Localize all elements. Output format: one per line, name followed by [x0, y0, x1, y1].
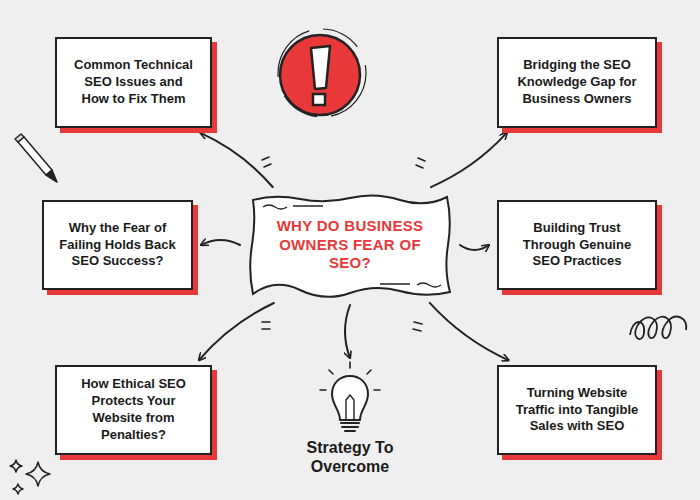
exclamation-badge	[278, 29, 366, 117]
lightbulb-icon	[320, 362, 380, 431]
node-text: Why the Fear of Failing Holds Back SEO S…	[56, 220, 179, 271]
node-text: Bridging the SEO Knowledge Gap for Busin…	[511, 57, 643, 108]
topic-box: Why the Fear of Failing Holds Back SEO S…	[42, 200, 193, 290]
node-text: Building Trust Through Genuine SEO Pract…	[511, 220, 643, 271]
topic-box: Building Trust Through Genuine SEO Pract…	[497, 200, 657, 290]
topic-box: Bridging the SEO Knowledge Gap for Busin…	[497, 37, 657, 128]
topic-box: Common Technical SEO Issues and How to F…	[55, 37, 212, 128]
arrow-connector	[345, 305, 350, 358]
node-text: How Ethical SEO Protects Your Website fr…	[69, 376, 198, 444]
node-text: Common Technical SEO Issues and How to F…	[69, 57, 198, 108]
node-text: WHY DO BUSINESS OWNERS FEAR OF SEO?	[271, 217, 429, 273]
topic-box: How Ethical SEO Protects Your Website fr…	[55, 365, 212, 455]
arrow-connector	[201, 133, 273, 187]
spiral-doodle	[630, 317, 686, 339]
pencil-icon	[15, 134, 57, 182]
node-text: Strategy To Overcome	[284, 438, 416, 476]
central-question: WHY DO BUSINESS OWNERS FEAR OF SEO?	[245, 190, 455, 300]
arrow-connector	[201, 240, 240, 245]
node-text: Turning Website Traffic into Tangible Sa…	[511, 385, 643, 436]
topic-box: Turning Website Traffic into Tangible Sa…	[497, 365, 657, 455]
sparkle-stars	[10, 460, 50, 494]
arrow-connector	[460, 245, 489, 250]
arrow-connector	[199, 303, 274, 360]
strategy-label: Strategy To Overcome	[280, 366, 420, 478]
arrow-connector	[430, 303, 509, 360]
arrow-connector	[431, 133, 507, 187]
